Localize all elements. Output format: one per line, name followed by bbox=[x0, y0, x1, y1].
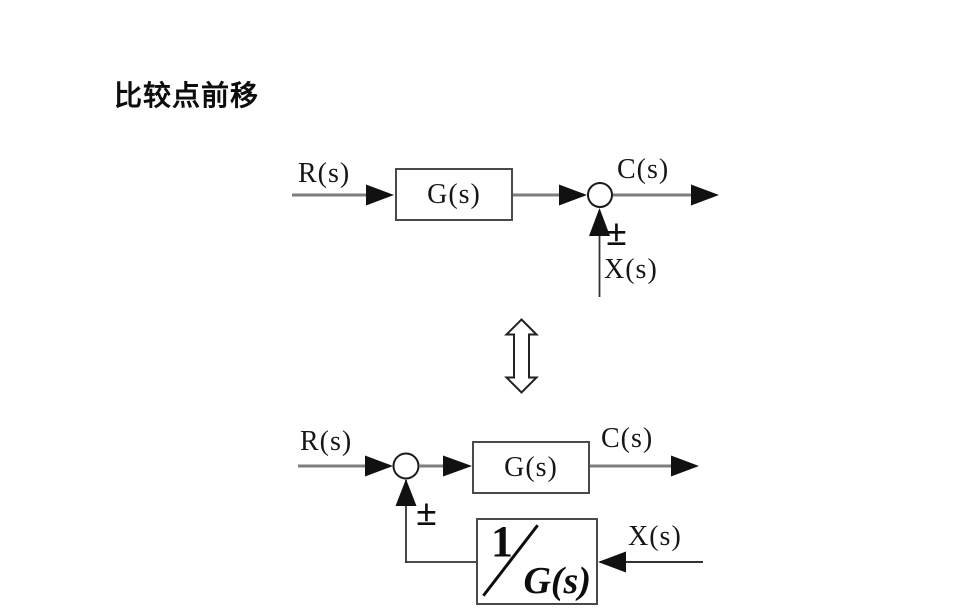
bottom-output-label: C(s) bbox=[601, 423, 654, 454]
bottom-sign-label: ± bbox=[416, 492, 437, 534]
top-junction-arrowhead-icon bbox=[559, 184, 587, 206]
bottom-branch-input-label: X(s) bbox=[628, 521, 682, 552]
top-sign-label: ± bbox=[606, 212, 627, 254]
feedback-block-numerator: 1 bbox=[491, 517, 513, 566]
page-title: 比较点前移 bbox=[114, 80, 260, 111]
bottom-forward-block-label: G(s) bbox=[504, 451, 558, 483]
equivalence-arrow-icon bbox=[504, 318, 539, 394]
top-output-label: C(s) bbox=[617, 154, 670, 185]
top-summing-junction bbox=[587, 182, 613, 208]
feedback-block-denominator: G(s) bbox=[523, 560, 591, 602]
top-branch-arrowhead-icon bbox=[589, 208, 610, 236]
top-forward-block-label: G(s) bbox=[427, 178, 481, 210]
bottom-forward-block: G(s) bbox=[472, 441, 590, 494]
bottom-input-label: R(s) bbox=[300, 426, 353, 457]
bottom-output-arrowhead-icon bbox=[671, 455, 699, 477]
bottom-block-arrowhead-icon bbox=[443, 455, 472, 477]
top-input-label: R(s) bbox=[298, 158, 351, 189]
bottom-feedback-block: 1 G(s) bbox=[476, 518, 598, 605]
top-input-arrowhead-icon bbox=[366, 184, 394, 206]
bottom-branch-arrowhead-icon bbox=[395, 479, 417, 506]
top-output-arrowhead-icon bbox=[691, 184, 719, 206]
top-branch-input-label: X(s) bbox=[604, 254, 658, 285]
bottom-summing-junction bbox=[392, 452, 420, 480]
bottom-feedback-arrowhead-icon bbox=[598, 551, 626, 573]
bottom-input-arrowhead-icon bbox=[365, 455, 393, 477]
top-forward-block: G(s) bbox=[395, 168, 513, 221]
